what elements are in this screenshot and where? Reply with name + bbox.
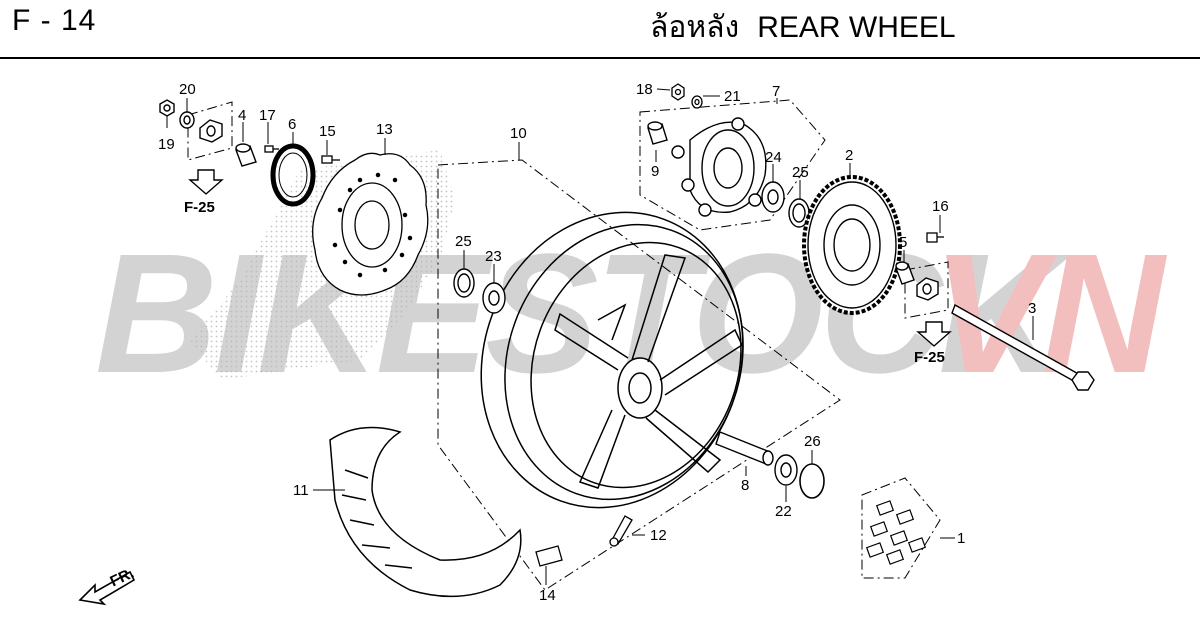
- callout-numbers: 1 2 3 4 5 6 7 8 9 10 11 12 13 14 15 16 1…: [158, 81, 1036, 604]
- part-7-flange: [671, 117, 767, 217]
- part-25-seal-upper: [788, 198, 810, 228]
- part-14-weight: [535, 545, 563, 567]
- part-nut-left: [199, 119, 223, 143]
- part-16-bolt: [926, 232, 944, 243]
- callout-17: 17: [259, 107, 276, 124]
- callout-13: 13: [376, 121, 393, 138]
- callout-25-upper: 25: [792, 164, 809, 181]
- callout-4: 4: [238, 107, 246, 124]
- callout-3: 3: [1028, 300, 1036, 317]
- callout-1: 1: [957, 530, 965, 547]
- page-title: ล้อหลัง REAR WHEEL: [650, 4, 974, 51]
- part-13-brake-disc: [312, 152, 429, 296]
- part-17-bolt: [264, 145, 279, 153]
- part-8-spacer: [715, 431, 774, 466]
- group-box-weights: [861, 477, 941, 579]
- xref-arrow-left: F-25: [184, 169, 224, 216]
- callout-14: 14: [539, 587, 556, 604]
- xref-arrow-right: F-25: [914, 321, 952, 366]
- front-direction-arrow: FR.: [78, 565, 137, 606]
- xref-label-right: F-25: [914, 349, 945, 366]
- part-9-collar: [647, 121, 668, 145]
- part-4-collar: [235, 143, 257, 167]
- callout-18: 18: [636, 81, 653, 98]
- callout-19: 19: [158, 136, 175, 153]
- header-divider: [0, 57, 1200, 59]
- front-direction-label: FR.: [108, 565, 137, 591]
- xref-label-left: F-25: [184, 199, 215, 216]
- part-24-bearing: [761, 181, 785, 213]
- callout-16: 16: [932, 198, 949, 215]
- group-box-wheel: [437, 159, 841, 591]
- part-11-tire: [329, 426, 522, 598]
- page-code: F - 14: [12, 4, 97, 37]
- callout-10: 10: [510, 125, 527, 142]
- part-1-weight-set: [865, 500, 927, 565]
- part-19-nut: [159, 99, 175, 117]
- group-box-flange: [639, 99, 826, 231]
- part-2-sprocket: [802, 175, 902, 315]
- part-21-washer: [691, 95, 703, 109]
- callout-6: 6: [288, 116, 296, 133]
- part-3-axle: [951, 303, 1095, 391]
- part-26-o-ring: [799, 463, 825, 499]
- part-12-valve: [609, 515, 633, 547]
- group-box-nut-f25-right: [904, 261, 949, 319]
- part-18-nut: [671, 83, 685, 101]
- leader-lines: [166, 88, 1034, 585]
- part-25-seal-left: [453, 268, 475, 298]
- callout-24: 24: [765, 149, 782, 166]
- part-5-collar: [895, 261, 915, 285]
- page-title-english: REAR WHEEL: [757, 11, 956, 44]
- part-15-bolt: [321, 155, 340, 164]
- part-10-wheel: [480, 211, 744, 509]
- callout-8: 8: [741, 477, 749, 494]
- callout-2: 2: [845, 147, 853, 164]
- callout-21: 21: [724, 88, 741, 105]
- callout-26: 26: [804, 433, 821, 450]
- callout-25-left: 25: [455, 233, 472, 250]
- part-20-washer: [179, 111, 195, 129]
- part-22-bearing: [774, 454, 798, 486]
- callout-23: 23: [485, 248, 502, 265]
- part-23-bearing: [482, 282, 506, 314]
- callout-5: 5: [899, 234, 907, 251]
- group-boxes: [187, 99, 949, 591]
- callout-15: 15: [319, 123, 336, 140]
- callout-9: 9: [651, 163, 659, 180]
- callout-7: 7: [772, 83, 780, 100]
- callout-11: 11: [293, 482, 309, 499]
- callout-20: 20: [179, 81, 196, 98]
- part-nut-right: [916, 277, 939, 301]
- callout-22: 22: [775, 503, 792, 520]
- page-title-thai: ล้อหลัง: [650, 11, 740, 44]
- callout-12: 12: [650, 527, 667, 544]
